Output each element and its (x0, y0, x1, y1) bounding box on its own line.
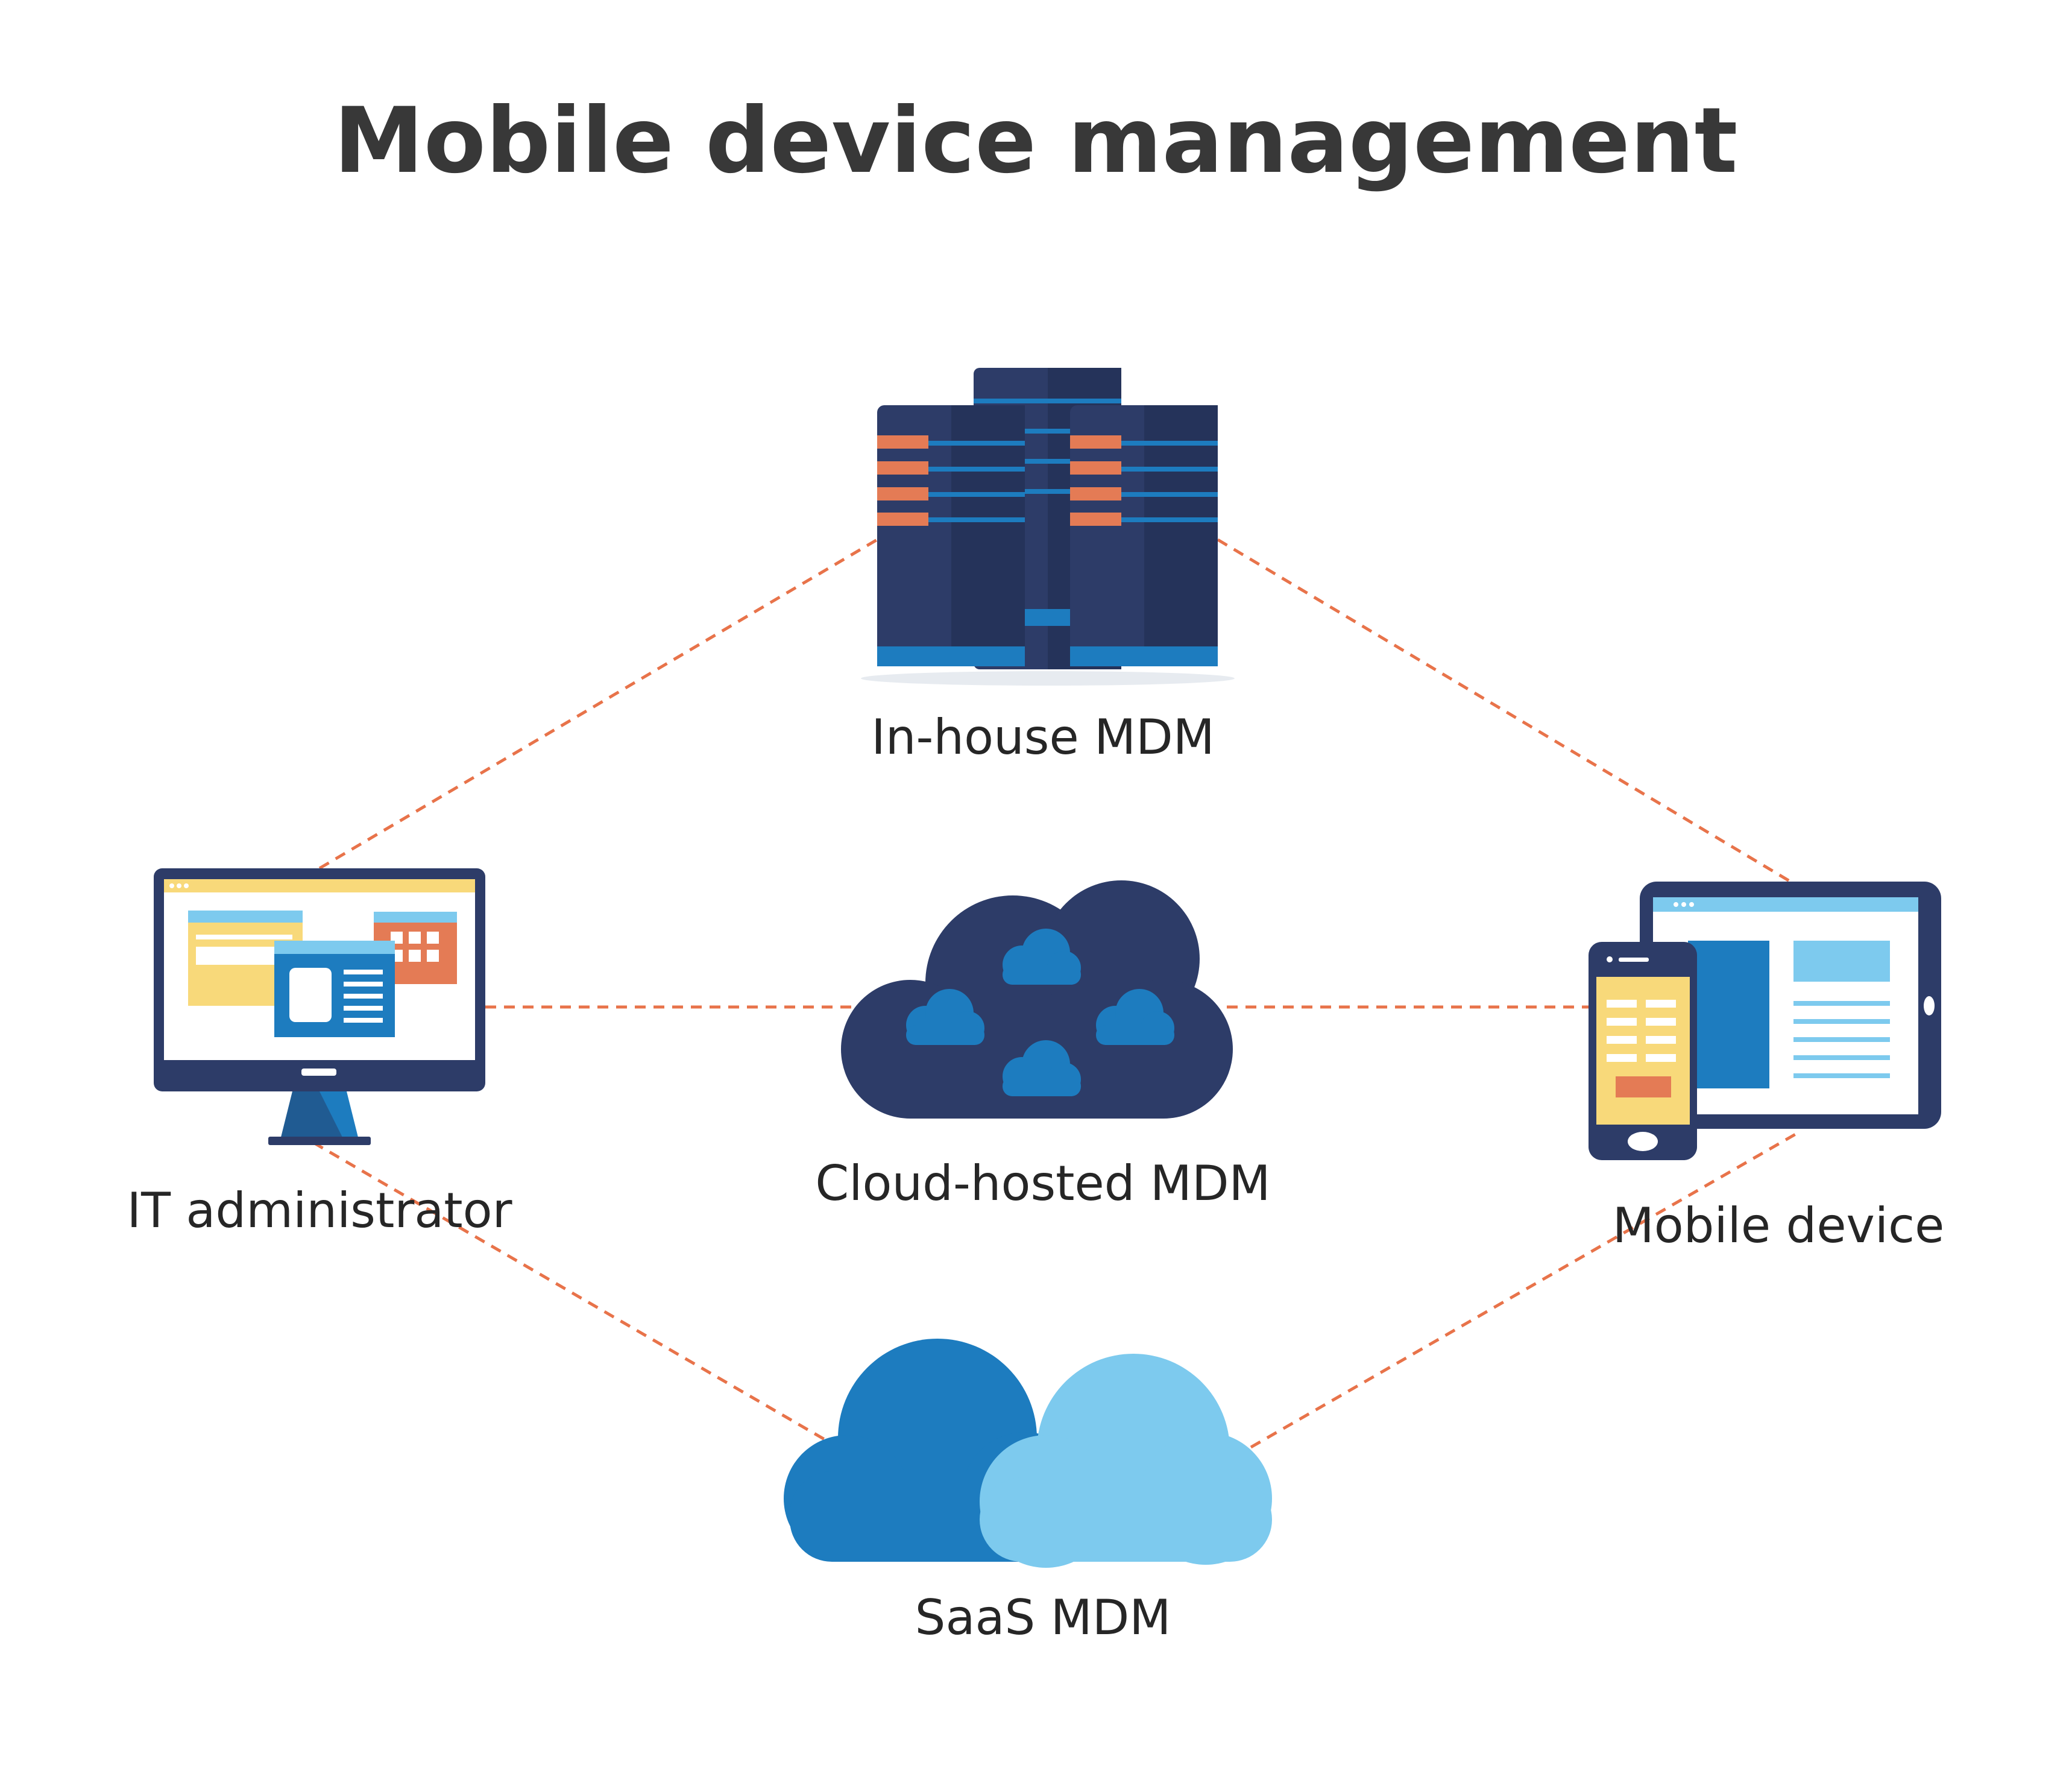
it-administrator-label: IT administrator (127, 1182, 512, 1239)
small-cloud-icons (906, 929, 1174, 1096)
cloud-hosted-mdm-label: Cloud-hosted MDM (815, 1155, 1270, 1211)
mobile-devices-icon (1589, 882, 1941, 1160)
desktop-monitor-icon (154, 868, 485, 1145)
server-rack-icon (861, 368, 1235, 686)
saas-cloud-icon (784, 1339, 1272, 1568)
connector-saas-mobile (1250, 1132, 1798, 1449)
connector-inhouse-mobile (1217, 538, 1795, 885)
saas-mdm-label: SaaS MDM (915, 1589, 1171, 1646)
connector-admin-saas (312, 1141, 839, 1449)
cloud-hosted-icon (841, 880, 1233, 1119)
diagram-title: Mobile device management (334, 89, 1738, 194)
connectors (312, 538, 1798, 1449)
connector-admin-inhouse (318, 538, 878, 870)
mobile-device-label: Mobile device (1613, 1198, 1945, 1254)
in-house-mdm-label: In-house MDM (871, 709, 1215, 765)
